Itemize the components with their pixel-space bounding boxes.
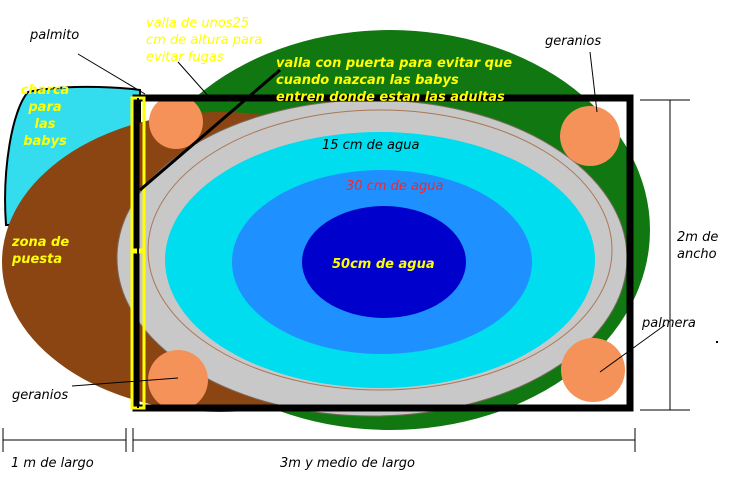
label-geranios-top: geranios	[545, 34, 602, 49]
pond-inner-line	[147, 109, 613, 391]
label-geranios-bottom: geranios	[12, 388, 69, 403]
label-largo-1: 1 m de largo	[11, 456, 94, 471]
label-agua-30: 30 cm de agua	[346, 179, 444, 194]
pointer-valla-puerta	[139, 68, 281, 192]
pointer-geranios-top	[589, 51, 598, 113]
geranio-top-right	[560, 106, 620, 166]
geranio-bottom-left	[148, 350, 208, 410]
label-agua-50: 50cm de agua	[332, 257, 435, 272]
label-palmera: palmera	[642, 316, 696, 331]
label-largo-3: 3m y medio de largo	[280, 456, 416, 471]
pointer-palmito	[77, 53, 146, 95]
label-charca: charca para las babys	[20, 83, 70, 149]
label-ancho: 2m de ancho	[677, 230, 719, 262]
label-zona-puesta: zona de puesta	[12, 235, 70, 267]
pointer-palmera	[599, 324, 666, 373]
pointer-geranios-bottom	[71, 377, 179, 387]
palmera-circle	[561, 338, 625, 402]
label-valla-small: valla de unos25 cm de altura para evitar…	[146, 16, 263, 65]
pond-deep-50cm	[302, 206, 466, 318]
pointer-valla-small	[177, 61, 211, 99]
label-agua-15: 15 cm de agua	[322, 138, 420, 153]
label-palmito: palmito	[30, 28, 80, 43]
geranio-top-left	[149, 95, 203, 149]
label-valla-puerta: valla con puerta para evitar que cuando …	[276, 56, 513, 105]
